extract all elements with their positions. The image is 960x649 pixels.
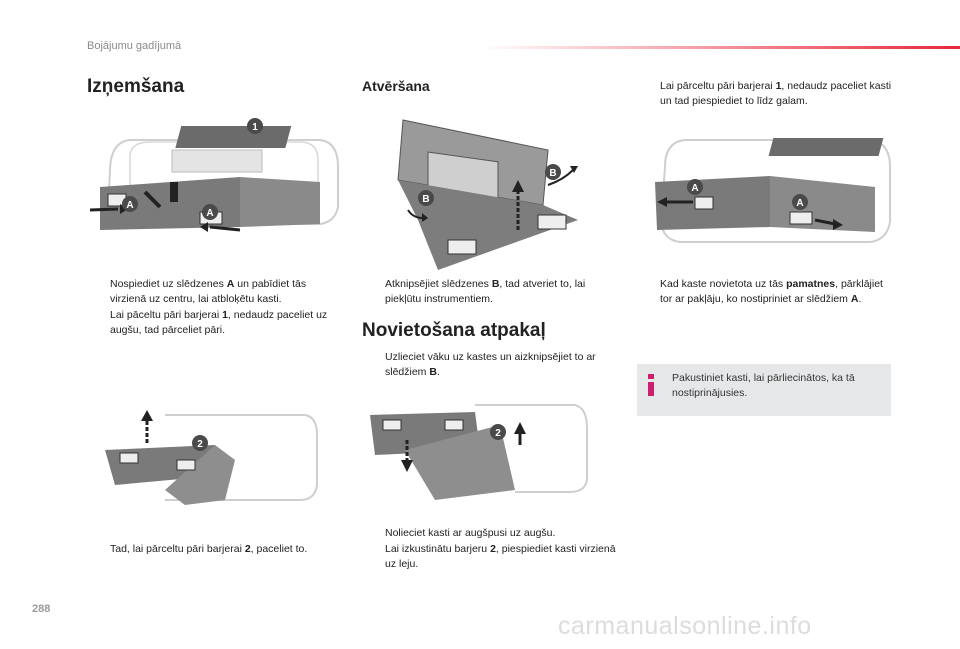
text: , piespiediet kasti virzienā uz leju. [385, 543, 616, 570]
list-item: Atknipsējiet slēdzenes B, tad atveriet t… [362, 277, 617, 307]
fig1-label-1: 1 [252, 122, 258, 133]
list-item: Uzlieciet vāku uz kastes un aizknipsējie… [362, 350, 617, 380]
fig4-label-2: 2 [197, 439, 203, 450]
col3-bullets-top: Lai pārceltu pāri barjerai 1, nedaudz pa… [637, 79, 892, 110]
watermark: carmanualsonline.info [558, 612, 812, 640]
fig1-label-a-right: A [206, 208, 213, 219]
text: Lai pāceltu pāri barjerai [110, 309, 223, 321]
text: , nedaudz paceliet kasti un tad piespied… [660, 80, 892, 107]
text: un pabīdiet tās virzienā uz centru, lai … [110, 278, 307, 305]
fig1-label-a-left: A [126, 200, 133, 211]
text: Lai izkustinātu barjeru [385, 543, 491, 555]
text: , nedaudz paceliet uz augšu, tad pārceli… [110, 309, 328, 336]
col2-bullets-middle: Uzlieciet vāku uz kastes un aizknipsējie… [362, 350, 617, 381]
info-note: Pakustiniet kasti, lai pārliecinātos, ka… [637, 364, 891, 416]
fig3-label-a-right: A [796, 198, 803, 209]
text: Tad, lai pārceltu pāri barjerai [110, 543, 245, 555]
figure-refitting: 2 [370, 404, 588, 500]
text: Nospiediet uz slēdzenes [110, 278, 227, 290]
col3-bullets-bottom: Kad kaste novietota uz tās pamatnes, pār… [637, 277, 892, 308]
text-bold: 1 [775, 80, 782, 92]
figure-opening: B B [397, 119, 578, 270]
section-header: Bojājumu gadījumā [87, 40, 182, 52]
text: , paceliet to. [250, 543, 308, 555]
figure-lift-over-barrier: A A [655, 138, 891, 243]
info-note-text: Pakustiniet kasti, lai pārliecinātos, ka… [672, 372, 855, 399]
list-item: Kad kaste novietota uz tās pamatnes, pār… [637, 277, 892, 307]
figure-removal-step2: 2 [105, 410, 318, 505]
fig2-label-b-left: B [422, 194, 429, 205]
heading-izņemšana: Izņemšana [87, 76, 185, 97]
list-item: Nospiediet uz slēdzenes A un pabīdiet tā… [87, 277, 342, 307]
fig5-label-2: 2 [495, 428, 501, 439]
heading-atvēršana: Atvēršana [362, 78, 430, 94]
text: , tad atveriet to, lai piekļūtu instrume… [385, 278, 586, 305]
list-item: Lai izkustinātu barjeru 2, piespiediet k… [362, 542, 617, 572]
text-bold: B [429, 366, 437, 378]
col2-bullets-top: Atknipsējiet slēdzenes B, tad atveriet t… [362, 277, 617, 308]
col1-bullets-bottom: Tad, lai pārceltu pāri barjerai 2, pacel… [87, 542, 347, 558]
text: Lai pārceltu pāri barjerai [660, 80, 776, 92]
col1-bullets-top: Nospiediet uz slēdzenes A un pabīdiet tā… [87, 277, 342, 339]
list-item: Tad, lai pārceltu pāri barjerai 2, pacel… [87, 542, 347, 557]
page-number: 288 [32, 603, 51, 615]
text: , pārklājiet tor ar pakļāju, ko nostipri… [660, 278, 883, 305]
text: Uzlieciet vāku uz kastes un aizknipsējie… [385, 351, 596, 378]
text-bold: pamatnes [786, 278, 836, 290]
list-item: Nolieciet kasti ar augšpusi uz augšu. [362, 526, 617, 541]
text-bold: 1 [222, 309, 228, 321]
list-item: Lai pāceltu pāri barjerai 1, nedaudz pac… [87, 308, 342, 338]
col2-bullets-bottom: Nolieciet kasti ar augšpusi uz augšu. La… [362, 526, 617, 573]
text-bold: A [850, 293, 859, 305]
info-icon [648, 374, 654, 396]
text-bold: A [226, 278, 235, 290]
text: Nolieciet kasti ar augšpusi uz augšu. [385, 527, 556, 539]
text-bold: 2 [490, 543, 496, 555]
text: . [436, 366, 440, 378]
heading-novietošana: Novietošana atpakaļ [362, 320, 546, 341]
text: Atknipsējiet slēdzenes [385, 278, 492, 290]
list-item: Lai pārceltu pāri barjerai 1, nedaudz pa… [637, 79, 892, 109]
header-accent-line [480, 46, 960, 49]
figure-removal-step1: 1 A A [90, 118, 339, 232]
text-bold: 2 [244, 543, 251, 555]
text: Kad kaste novietota uz tās [660, 278, 787, 290]
text: . [858, 293, 862, 305]
fig3-label-a-left: A [691, 183, 698, 194]
text-bold: B [491, 278, 500, 290]
fig2-label-b-right: B [549, 168, 556, 179]
